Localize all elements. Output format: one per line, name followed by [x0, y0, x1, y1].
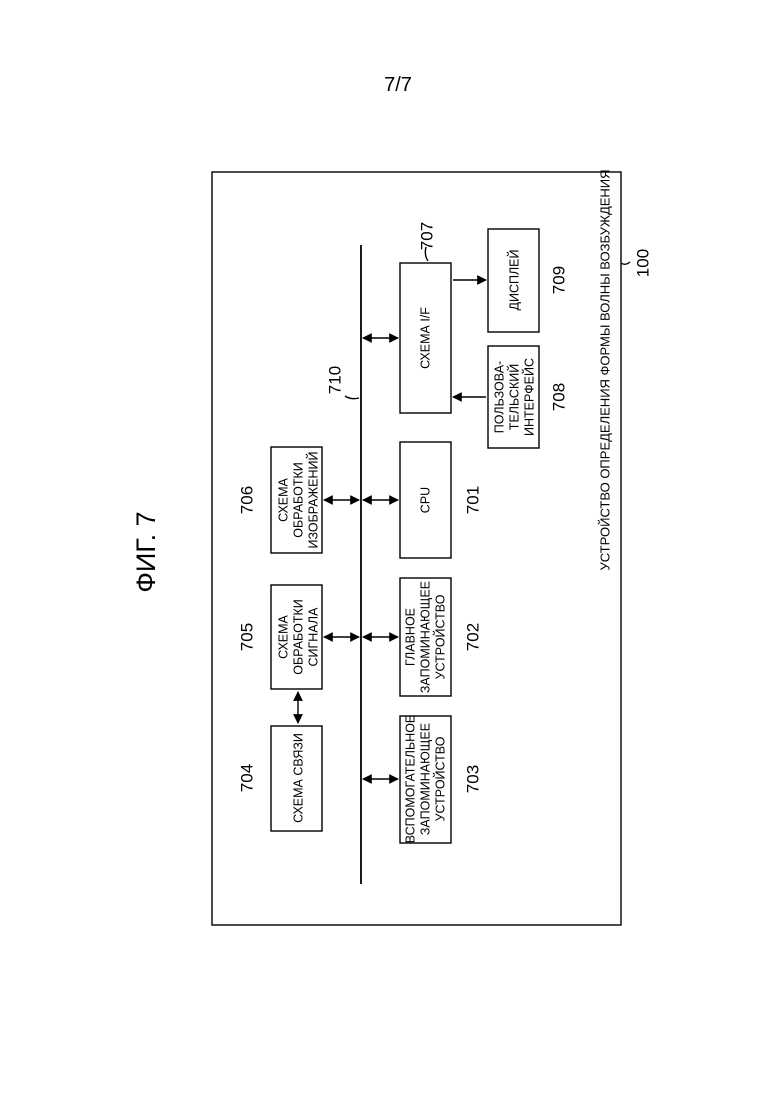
block-aux-storage: ВСПОМОГАТЕЛЬНОЕЗАПОМИНАЮЩЕЕУСТРОЙСТВО — [400, 715, 451, 844]
block-label-line: ТЕЛЬСКИЙ — [507, 364, 522, 430]
block-label-line: CPU — [419, 487, 433, 513]
page-number: 7/7 — [384, 74, 412, 96]
block-label-line: СХЕМА — [277, 614, 291, 658]
block-label-line: ДИСПЛЕЙ — [507, 250, 522, 311]
block-label-line: ПОЛЬЗОВА- — [493, 361, 507, 433]
block-label-line: УСТРОЙСТВО — [433, 594, 448, 679]
block-interface-circuit: СХЕМА I/F — [400, 263, 451, 413]
device-ref: 100 — [633, 249, 652, 277]
block-label-comm: СХЕМА СВЯЗИ — [292, 733, 306, 823]
block-label-cpu: CPU — [419, 487, 433, 513]
block-cpu: CPU — [400, 442, 451, 558]
ref-703: 703 — [463, 765, 482, 793]
figure-title: ФИГ. 7 — [131, 511, 161, 592]
block-label-line: ИЗОБРАЖЕНИЙ — [306, 451, 321, 548]
ref-704: 704 — [237, 764, 256, 792]
block-signal-processing: СХЕМАОБРАБОТКИСИГНАЛА — [271, 585, 322, 689]
block-label-line: ВСПОМОГАТЕЛЬНОЕ — [404, 715, 418, 844]
block-user-interface: ПОЛЬЗОВА-ТЕЛЬСКИЙИНТЕРФЕЙС — [488, 346, 539, 448]
block-main-storage: ГЛАВНОЕЗАПОМИНАЮЩЕЕУСТРОЙСТВО — [400, 578, 451, 696]
block-label-line: УСТРОЙСТВО — [433, 736, 448, 821]
block-display: ДИСПЛЕЙ — [488, 229, 539, 332]
ref-708: 708 — [549, 383, 568, 411]
block-label-line: ЗАПОМИНАЮЩЕЕ — [419, 581, 433, 693]
ref-705: 705 — [237, 623, 256, 651]
block-image-processing: СХЕМАОБРАБОТКИИЗОБРАЖЕНИЙ — [271, 447, 322, 553]
ref-709: 709 — [549, 266, 568, 294]
bus-ref: 710 — [325, 366, 344, 394]
block-label-line: СХЕМА СВЯЗИ — [292, 733, 306, 823]
block-label-line: ОБРАБОТКИ — [292, 462, 306, 537]
block-label-display: ДИСПЛЕЙ — [507, 250, 522, 311]
block-label-line: СИГНАЛА — [307, 607, 321, 667]
device-ref-leader — [621, 262, 630, 264]
ref-702: 702 — [463, 623, 482, 651]
block-comm-circuit: СХЕМА СВЯЗИ — [271, 726, 322, 831]
block-label-line: ГЛАВНОЕ — [404, 608, 418, 666]
block-label-line: СХЕМА I/F — [419, 307, 433, 369]
block-label-line: СХЕМА — [277, 477, 291, 521]
ref-707: 707 — [417, 222, 436, 250]
block-label-line: ОБРАБОТКИ — [292, 599, 306, 674]
block-label-ui: ПОЛЬЗОВА-ТЕЛЬСКИЙИНТЕРФЕЙС — [493, 358, 537, 436]
ref-701: 701 — [463, 486, 482, 514]
device-label: УСТРОЙСТВО ОПРЕДЕЛЕНИЯ ФОРМЫ ВОЛНЫ ВОЗБУ… — [597, 169, 612, 570]
block-label-line: ЗАПОМИНАЮЩЕЕ — [419, 723, 433, 835]
block-label-iface: СХЕМА I/F — [419, 307, 433, 369]
ref-706: 706 — [237, 486, 256, 514]
block-label-line: ИНТЕРФЕЙС — [522, 358, 537, 436]
